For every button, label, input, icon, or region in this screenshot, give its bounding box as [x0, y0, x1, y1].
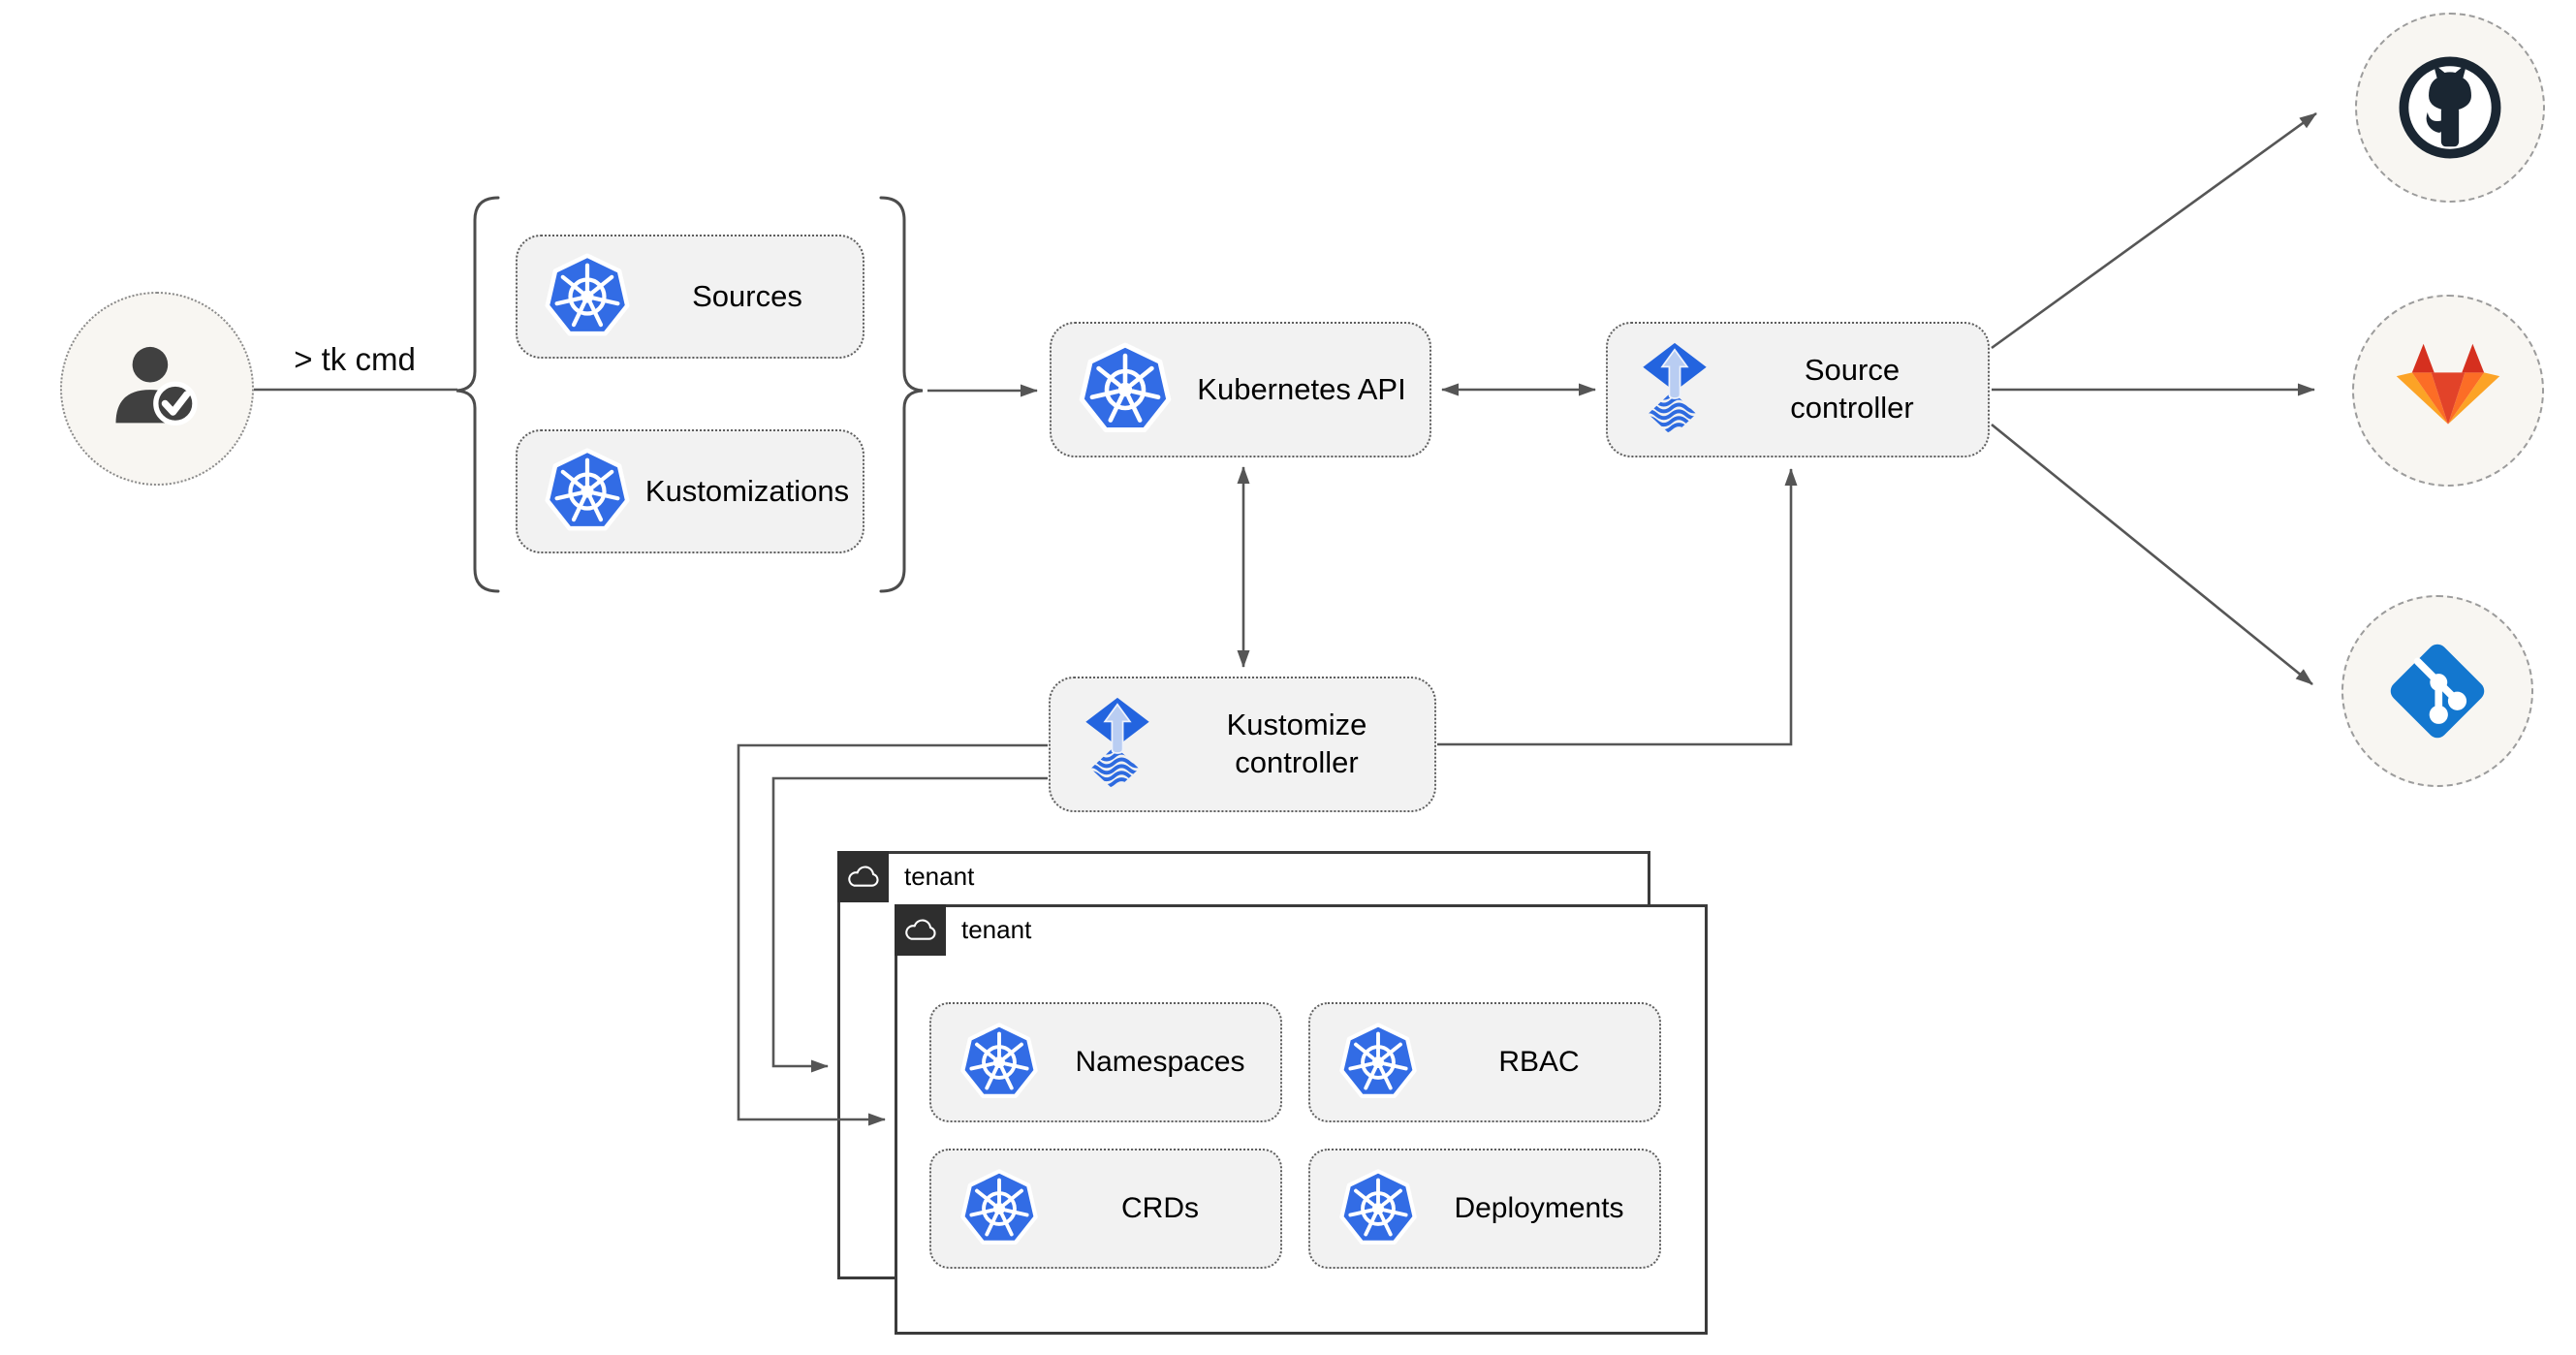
gitlab-icon [2396, 343, 2500, 425]
kubernetes-icon [1077, 341, 1174, 438]
kubernetes-icon [958, 1022, 1040, 1103]
provider-github [2355, 13, 2545, 203]
arrow-source-controller-to-github [1991, 111, 2317, 350]
provider-gitlab [2352, 295, 2544, 487]
arrow-source-controller-to-git [1991, 423, 2313, 686]
left-curly-brace [456, 196, 500, 593]
node-kustomize-controller: Kustomize controller [1049, 677, 1436, 812]
git-icon [2375, 629, 2499, 753]
flux-icon [1076, 696, 1159, 793]
node-crds: CRDs [929, 1149, 1282, 1269]
github-icon [2391, 48, 2509, 167]
flux-icon [1633, 341, 1716, 438]
node-source-controller: Source controller [1606, 322, 1990, 457]
node-deployments: Deployments [1308, 1149, 1661, 1269]
node-label: Source controller [1790, 353, 1914, 425]
tenant-header [895, 904, 946, 956]
arrow-kustomize-to-source-controller [1437, 468, 1798, 746]
kubernetes-icon [1337, 1168, 1419, 1249]
node-kustomizations: Kustomizations [516, 429, 864, 553]
cloud-icon [904, 918, 936, 940]
node-label: RBAC [1498, 1046, 1580, 1079]
cloud-icon [847, 865, 879, 887]
user-check-icon [100, 331, 214, 446]
node-label: Kubernetes API [1197, 371, 1406, 406]
node-rbac: RBAC [1308, 1002, 1661, 1122]
tenant-header [837, 851, 889, 902]
kubernetes-icon [543, 252, 632, 341]
kubernetes-icon [1337, 1022, 1419, 1103]
tenant-label: tenant [961, 915, 1032, 944]
node-label: Kustomize controller [1226, 708, 1367, 779]
node-label: Sources [692, 278, 802, 313]
provider-git [2341, 595, 2533, 787]
node-label: Kustomizations [644, 473, 850, 508]
kubernetes-icon [543, 447, 632, 536]
tenant-box-front: tenant Namespaces RBAC CRDs Deployments [895, 904, 1708, 1335]
user-actor [60, 292, 254, 486]
node-kubernetes-api: Kubernetes API [1050, 322, 1431, 457]
node-label: Namespaces [1075, 1046, 1245, 1079]
tenant-label: tenant [904, 862, 975, 891]
node-label: Deployments [1454, 1192, 1624, 1225]
tk-cmd-label: > tk cmd [294, 341, 416, 377]
kubernetes-icon [958, 1168, 1040, 1249]
right-curly-brace [879, 196, 924, 593]
node-label: CRDs [1121, 1192, 1199, 1225]
node-namespaces: Namespaces [929, 1002, 1282, 1122]
node-sources: Sources [516, 235, 864, 359]
